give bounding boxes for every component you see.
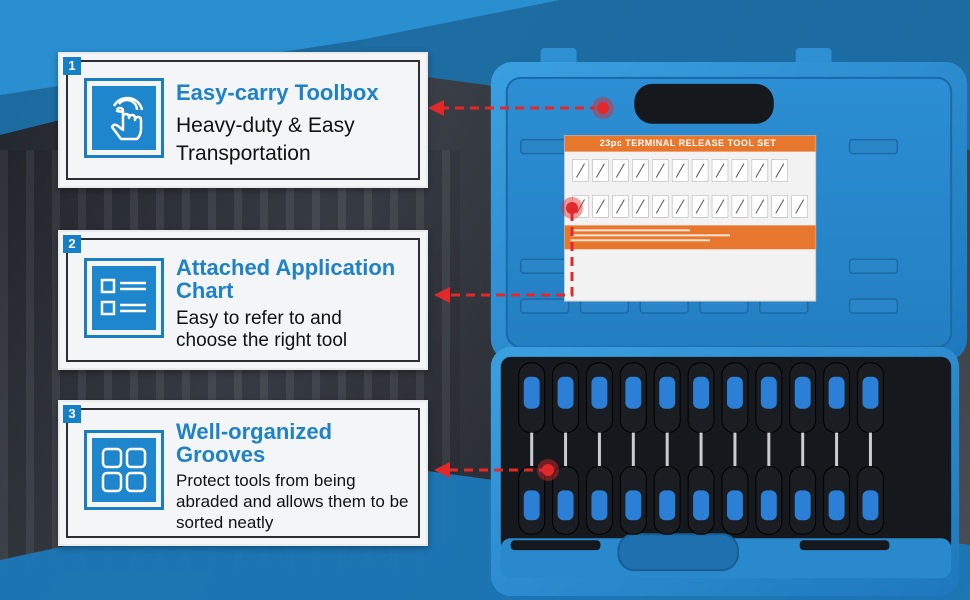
feature-number-badge: 1: [63, 57, 81, 75]
feature-icon-box: [84, 258, 164, 338]
feature-card-2: 2 Attached Application Chart Easy to ref…: [58, 230, 428, 370]
feature-card-frame: [66, 60, 420, 180]
grid-four-squares-icon: [101, 447, 147, 493]
feature-description: Easy to refer to and choose the right to…: [176, 308, 348, 351]
feature-number-badge: 3: [63, 405, 81, 423]
application-chart-label: [564, 135, 817, 302]
tool-case-image: [490, 48, 968, 597]
feature-title: Attached Application Chart: [176, 255, 396, 303]
case-handle: [634, 83, 774, 124]
feature-description: Protect tools from being abraded and all…: [176, 471, 409, 532]
checklist-icon: [100, 278, 146, 316]
product-label-title: 23pc TERMINAL RELEASE TOOL SET: [599, 138, 777, 148]
feature-title: Easy-carry Toolbox: [176, 80, 379, 105]
feature-icon-box: [84, 430, 164, 510]
feature-description: Heavy-duty & Easy Transportation: [176, 114, 355, 165]
feature-icon-box: [84, 78, 164, 158]
feature-card-frame: [66, 238, 420, 362]
feature-card-1: 1 Easy-carry Toolbox Heavy-duty & Easy T…: [58, 52, 428, 188]
feature-title: Well-organized Grooves: [176, 419, 333, 467]
touch-hand-icon: [110, 96, 144, 141]
feature-card-frame: [66, 408, 420, 538]
feature-number-badge: 2: [63, 235, 81, 253]
feature-card-3: 3 Well-organized Grooves Protect tools f…: [58, 400, 428, 546]
screwdriver-set: [510, 362, 890, 551]
